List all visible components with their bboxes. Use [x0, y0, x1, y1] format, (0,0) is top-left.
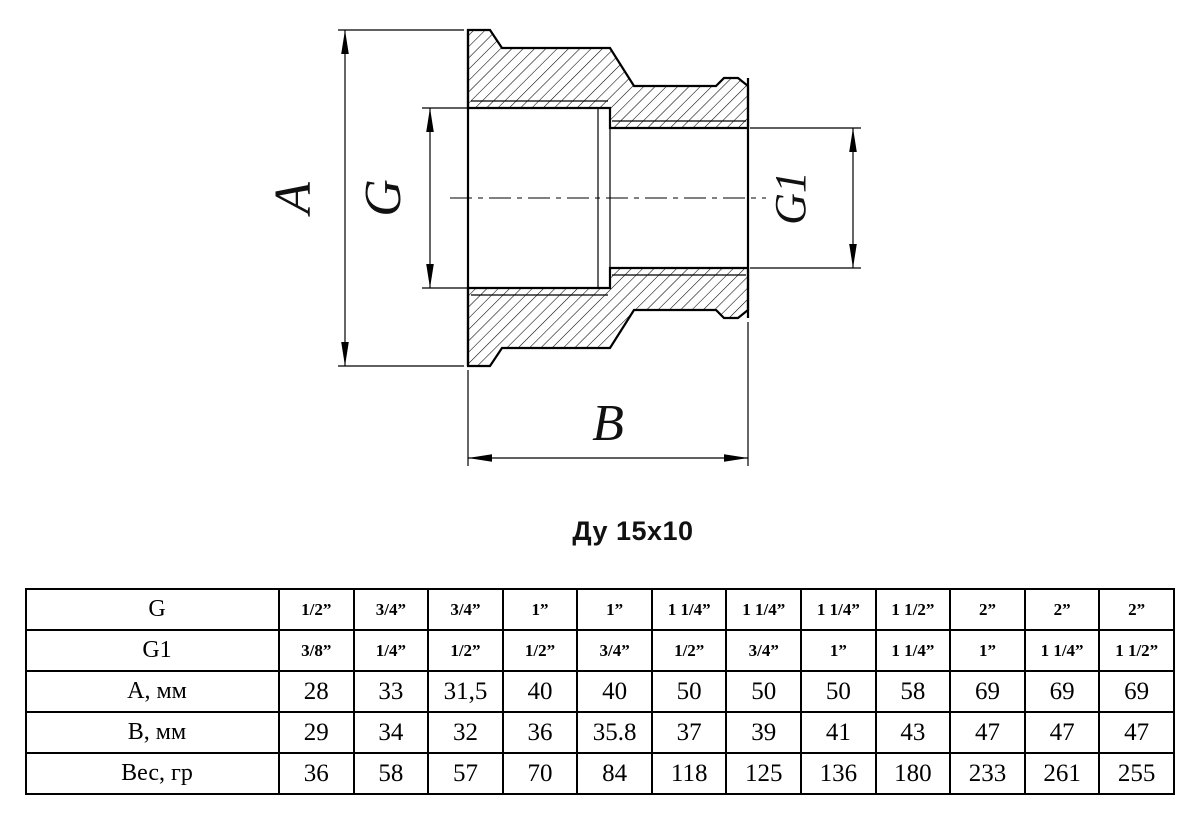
value-cell: 1/2”	[501, 629, 579, 672]
value-cell: 1”	[800, 629, 877, 672]
value-cell: 57	[427, 752, 504, 795]
value-cell: 3/4”	[725, 629, 803, 672]
row-label: В, мм	[25, 711, 280, 754]
value-cell: 3/8”	[278, 629, 355, 672]
value-cell: 84	[576, 752, 653, 795]
value-cell: 3/4”	[352, 588, 430, 631]
value-cell: 255	[1098, 752, 1175, 795]
dimension-b	[467, 322, 749, 466]
value-cell: 28	[278, 670, 355, 713]
value-cell: 32	[427, 711, 504, 754]
dimension-g1	[750, 127, 861, 269]
section-top	[466, 28, 750, 130]
value-cell: 34	[352, 711, 430, 754]
value-cell: 1”	[501, 588, 579, 631]
value-cell: 35.8	[576, 711, 653, 754]
value-cell: 1 1/4”	[1023, 629, 1101, 672]
value-cell: 39	[725, 711, 803, 754]
value-cell: 1/2”	[650, 629, 728, 672]
value-cell: 47	[1023, 711, 1101, 754]
value-cell: 70	[501, 752, 579, 795]
value-cell: 3/4”	[427, 588, 504, 631]
technical-drawing: A G G1	[258, 8, 918, 480]
row-label: Вес, гр	[25, 752, 280, 795]
value-cell: 136	[800, 752, 877, 795]
value-cell: 50	[800, 670, 877, 713]
value-cell: 2”	[1023, 588, 1101, 631]
value-cell: 69	[1098, 670, 1175, 713]
value-cell: 233	[949, 752, 1026, 795]
dimension-a	[338, 29, 464, 367]
value-cell: 1 1/2”	[1098, 629, 1175, 672]
value-cell: 40	[501, 670, 579, 713]
section-bottom	[466, 266, 750, 368]
value-cell: 47	[949, 711, 1026, 754]
value-cell: 1 1/2”	[874, 588, 952, 631]
value-cell: 58	[874, 670, 952, 713]
value-cell: 41	[800, 711, 877, 754]
value-cell: 3/4”	[576, 629, 653, 672]
value-cell: 58	[352, 752, 430, 795]
value-cell: 29	[278, 711, 355, 754]
value-cell: 36	[501, 711, 579, 754]
value-cell: 31,5	[427, 670, 504, 713]
value-cell: 2”	[1098, 588, 1175, 631]
value-cell: 1/2”	[427, 629, 504, 672]
value-cell: 50	[725, 670, 803, 713]
value-cell: 180	[874, 752, 952, 795]
dim-label-g: G	[355, 179, 412, 217]
drawing-caption: Ду 15x10	[572, 516, 694, 546]
value-cell: 1/4”	[352, 629, 430, 672]
value-cell: 1 1/4”	[874, 629, 952, 672]
value-cell: 1”	[949, 629, 1026, 672]
value-cell: 1 1/4”	[800, 588, 877, 631]
row-label: G	[25, 588, 280, 631]
dim-label-b: B	[592, 395, 624, 452]
value-cell: 261	[1023, 752, 1101, 795]
value-cell: 47	[1098, 711, 1175, 754]
row-label: G1	[25, 629, 280, 672]
value-cell: 69	[949, 670, 1026, 713]
row-label: А, мм	[25, 670, 280, 713]
value-cell: 43	[874, 711, 952, 754]
value-cell: 125	[725, 752, 803, 795]
value-cell: 1 1/4”	[725, 588, 803, 631]
value-cell: 1”	[576, 588, 653, 631]
drawing-svg: A G G1	[265, 28, 861, 466]
value-cell: 2”	[949, 588, 1026, 631]
value-cell: 1/2”	[278, 588, 355, 631]
dim-label-g1: G1	[766, 171, 815, 225]
value-cell: 40	[576, 670, 653, 713]
value-cell: 50	[650, 670, 728, 713]
dim-label-a: A	[265, 182, 322, 217]
value-cell: 1 1/4”	[650, 588, 728, 631]
value-cell: 36	[278, 752, 355, 795]
value-cell: 33	[352, 670, 430, 713]
dimension-g	[422, 107, 474, 289]
value-cell: 118	[650, 752, 728, 795]
value-cell: 37	[650, 711, 728, 754]
value-cell: 69	[1023, 670, 1101, 713]
